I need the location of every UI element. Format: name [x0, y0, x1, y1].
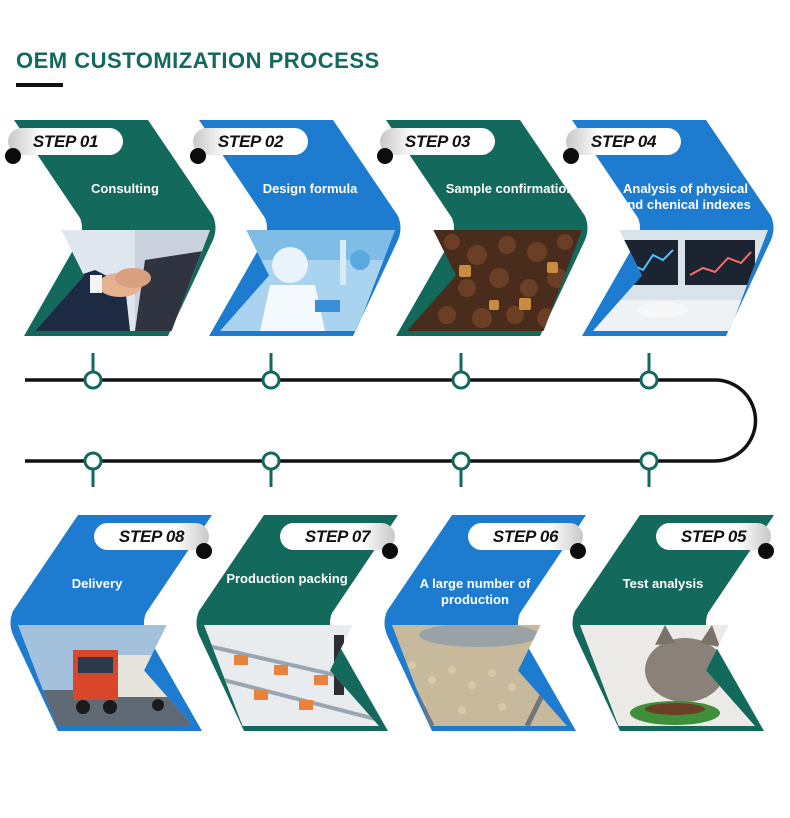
step-card-06: STEP 06 A large number of production — [380, 513, 590, 733]
timeline-node — [261, 451, 281, 471]
step-pill: STEP 03 — [377, 128, 495, 164]
step-number: STEP 06 — [492, 526, 559, 546]
pill-fold — [196, 543, 212, 559]
timeline-node — [639, 451, 659, 471]
step-pill: STEP 01 — [5, 128, 123, 164]
step-card-02: STEP 02 Design formula — [190, 118, 405, 338]
step-card-03: STEP 03 Sample confirmation — [377, 118, 592, 338]
step-label: Delivery — [71, 576, 123, 591]
step-card-04: STEP 04 Analysis of physical and chenica… — [563, 118, 778, 338]
step-label: Test analysis — [622, 576, 704, 591]
step-label: Analysis of physical and chenical indexe… — [620, 181, 751, 212]
timeline-node — [639, 370, 659, 390]
pill-fold — [5, 148, 21, 164]
step-pill: STEP 05 — [656, 523, 774, 559]
timeline-node — [451, 370, 471, 390]
step-label: Sample confirmation — [445, 181, 575, 196]
step-card-07: STEP 07 Production packing — [192, 513, 402, 733]
step-pill: STEP 04 — [563, 128, 681, 164]
page-title: OEM CUSTOMIZATION PROCESS — [16, 48, 380, 73]
step-number: STEP 07 — [304, 526, 371, 546]
pill-fold — [570, 543, 586, 559]
step-label: A large number of production — [419, 576, 531, 607]
step-number: STEP 02 — [217, 131, 284, 151]
step-pill: STEP 07 — [280, 523, 398, 559]
process-timeline — [25, 353, 758, 487]
step-label: Design formula — [262, 181, 358, 196]
step-pill: STEP 02 — [190, 128, 308, 164]
pill-fold — [190, 148, 206, 164]
timeline-node — [451, 451, 471, 471]
step-label: Consulting — [91, 181, 159, 196]
timeline-node — [83, 451, 103, 471]
step-number: STEP 08 — [118, 526, 185, 546]
step-number: STEP 01 — [32, 131, 99, 151]
step-number: STEP 03 — [404, 131, 471, 151]
pill-fold — [377, 148, 393, 164]
title-underline — [16, 83, 63, 87]
step-card-08: STEP 08 Delivery — [6, 513, 216, 733]
pill-fold — [563, 148, 579, 164]
step-label: Production packing — [226, 571, 348, 586]
pill-fold — [382, 543, 398, 559]
pill-fold — [758, 543, 774, 559]
step-pill: STEP 08 — [94, 523, 212, 559]
step-number: STEP 04 — [590, 131, 657, 151]
step-pill: STEP 06 — [468, 523, 586, 559]
step-card-01: STEP 01 Consulting — [5, 118, 220, 338]
timeline-node — [83, 370, 103, 390]
step-number: STEP 05 — [680, 526, 747, 546]
step-card-05: STEP 05 Test analysis — [568, 513, 778, 733]
timeline-node — [261, 370, 281, 390]
